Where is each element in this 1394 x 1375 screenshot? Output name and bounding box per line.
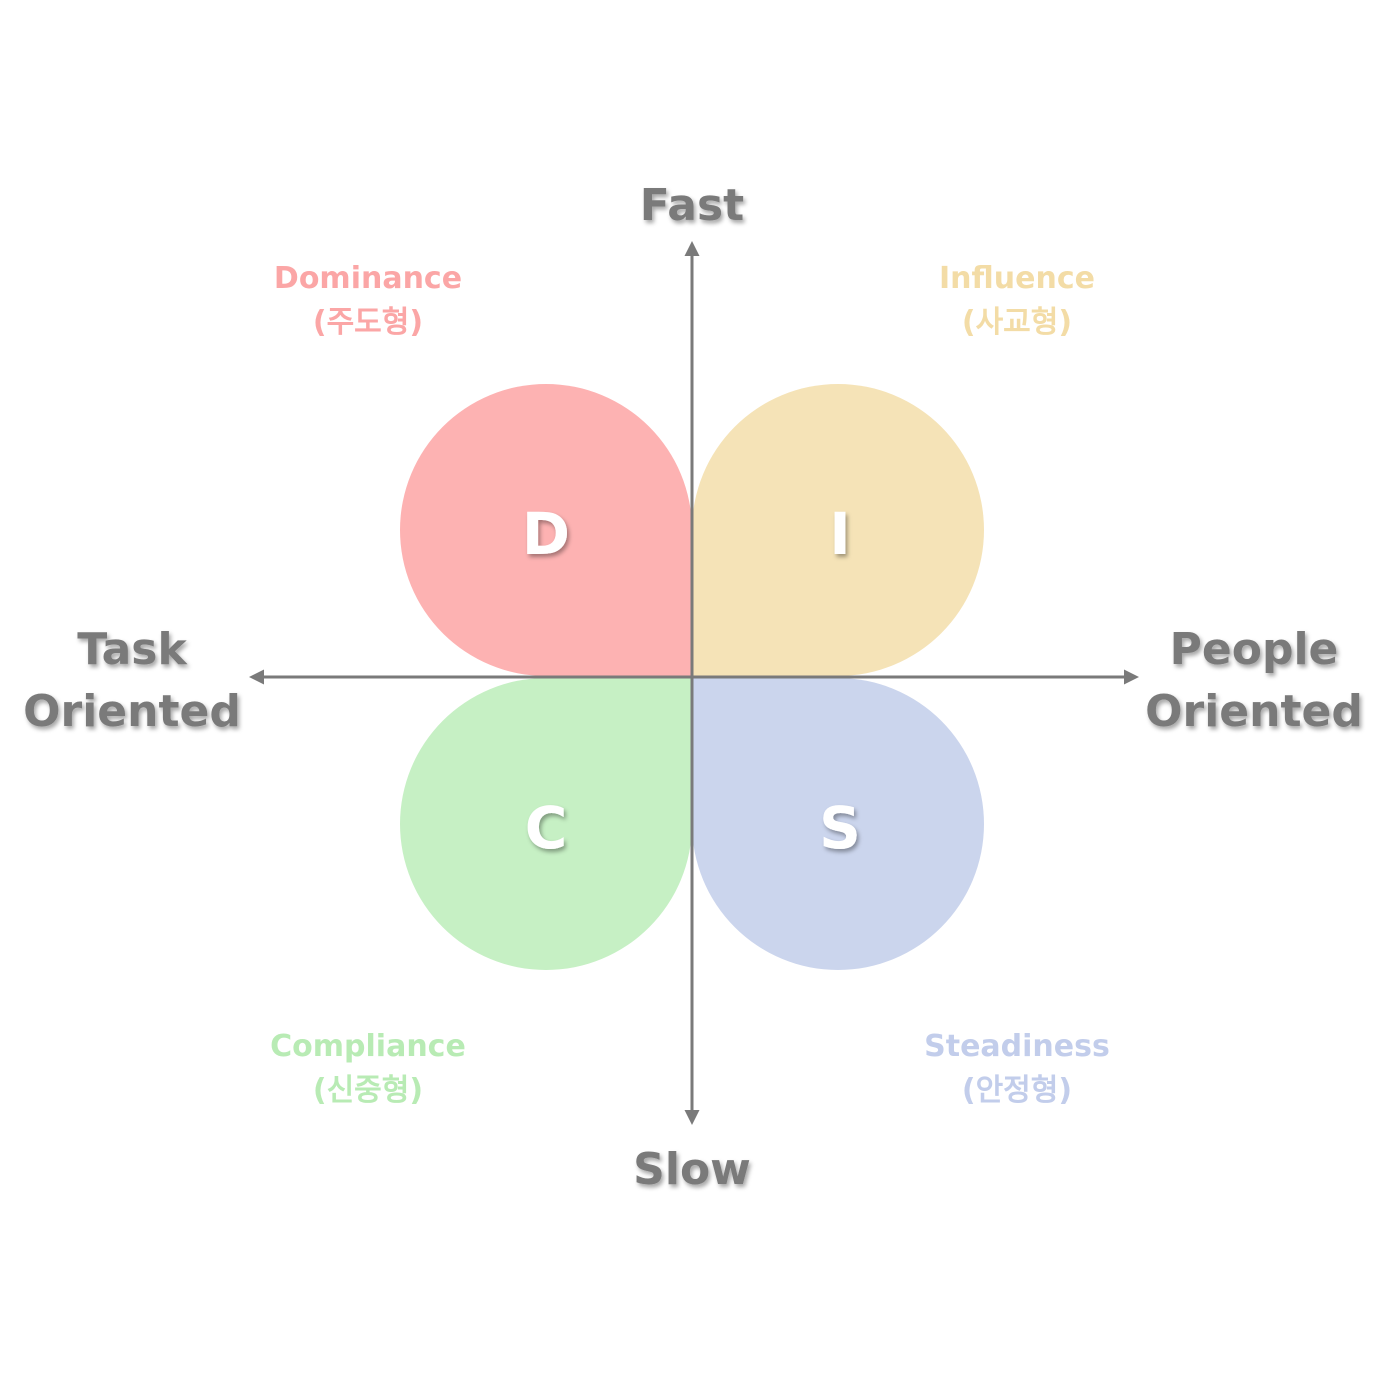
label-influence-korean: (사교형) — [962, 305, 1072, 340]
petal-influence — [692, 384, 984, 676]
label-dominance-korean: (주도형) — [313, 305, 423, 340]
letter-i: I — [829, 500, 851, 568]
axis-label-task-line2: Oriented — [23, 686, 241, 737]
label-steadiness: Steadiness — [924, 1029, 1110, 1064]
label-dominance: Dominance — [274, 261, 462, 296]
axis-label-slow: Slow — [633, 1144, 751, 1195]
letter-s: S — [819, 794, 861, 862]
label-compliance-korean: (신중형) — [313, 1073, 423, 1108]
petal-dominance — [400, 384, 692, 676]
axis-label-people-line2: Oriented — [1145, 686, 1363, 737]
label-steadiness-korean: (안정형) — [962, 1073, 1072, 1108]
axis-label-people-line1: People — [1170, 624, 1339, 675]
label-compliance: Compliance — [270, 1029, 466, 1064]
axis-label-fast: Fast — [640, 180, 744, 231]
label-influence: Influence — [939, 261, 1095, 296]
petal-steadiness — [692, 678, 984, 970]
axis-label-task-line1: Task — [77, 624, 188, 675]
letter-d: D — [522, 500, 570, 568]
petal-compliance — [400, 678, 692, 970]
letter-c: C — [525, 794, 568, 862]
